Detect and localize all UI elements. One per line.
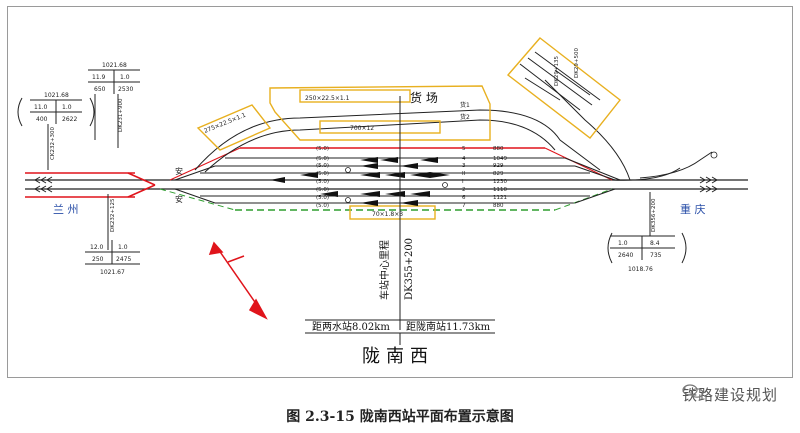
- svg-text:8.4: 8.4: [650, 240, 660, 247]
- red-approach-lines: [25, 172, 156, 198]
- svg-text:1.0: 1.0: [618, 240, 628, 247]
- yard-track-2: 货2: [460, 113, 470, 121]
- svg-text:650: 650: [94, 86, 106, 93]
- city-left-label: 兰 州: [53, 203, 79, 216]
- yard-dims-mid: 700×12: [350, 125, 374, 132]
- center-mileage: DK355+200: [404, 238, 415, 300]
- svg-text:3: 3: [462, 163, 466, 169]
- svg-text:11.9: 11.9: [92, 74, 106, 81]
- svg-text:DK232+125: DK232+125: [110, 198, 116, 232]
- distance-right: 距陇南站11.73km: [406, 320, 491, 333]
- svg-text:(5.0): (5.0): [316, 195, 329, 201]
- svg-text:929: 929: [493, 163, 504, 169]
- svg-text:400: 400: [36, 116, 48, 123]
- svg-text:(5.0): (5.0): [316, 187, 329, 193]
- track-id-labels: 5 4 3 II I 2 6 7: [462, 146, 466, 209]
- svg-text:880: 880: [493, 146, 504, 152]
- svg-text:(5.0): (5.0): [316, 146, 329, 152]
- left-gradient-far-text: 1021.68 11.0 1.0 400 2622: [34, 92, 77, 123]
- svg-text:880: 880: [493, 203, 504, 209]
- svg-text:250: 250: [92, 256, 104, 263]
- cargo-yard-dims-box: [299, 89, 411, 103]
- svg-text:1110: 1110: [493, 187, 507, 193]
- svg-text:1021.68: 1021.68: [44, 92, 69, 99]
- svg-text:1021.67: 1021.67: [100, 269, 125, 276]
- switch-labels: (5.0) (5.0) (5.0) (5.0) (5.0) (5.0) (5.0…: [316, 146, 329, 209]
- station-name: 陇南西: [362, 346, 434, 367]
- svg-text:DK356+200: DK356+200: [651, 198, 657, 232]
- svg-text:(5.0): (5.0): [316, 171, 329, 177]
- north-arrow: [208, 241, 268, 320]
- svg-text:1018.76: 1018.76: [628, 266, 653, 273]
- svg-text:2622: 2622: [62, 116, 77, 123]
- platform-box: [349, 205, 436, 220]
- svg-text:DK29+135: DK29+135: [554, 56, 560, 86]
- svg-text:2640: 2640: [618, 252, 633, 259]
- svg-text:DK29+500: DK29+500: [574, 48, 580, 78]
- svg-text:(5.0): (5.0): [316, 179, 329, 185]
- an-upper-label: 安: [175, 166, 183, 176]
- distance-left: 距两水站8.02km: [312, 320, 390, 333]
- svg-text:(5.0): (5.0): [316, 156, 329, 162]
- svg-text:2: 2: [462, 187, 466, 193]
- svg-text:11.0: 11.0: [34, 104, 48, 111]
- svg-text:6: 6: [462, 195, 466, 201]
- svg-text:(5.0): (5.0): [316, 203, 329, 209]
- watermark-text: 铁路建设规划: [681, 386, 778, 404]
- yard-track-1: 货1: [460, 101, 470, 109]
- signal-circles: [345, 151, 718, 203]
- track-length-labels: 880 1049 929 829 1230 1110 1121 880: [493, 146, 507, 209]
- svg-text:12.0: 12.0: [90, 244, 104, 251]
- svg-text:1121: 1121: [493, 195, 507, 201]
- svg-text:2530: 2530: [118, 86, 133, 93]
- svg-text:1021.68: 1021.68: [102, 62, 127, 69]
- topright-yard-box: [506, 37, 621, 139]
- figure-caption: 图 2.3-15 陇南西站平面布置示意图: [286, 409, 514, 425]
- svg-text:5: 5: [462, 146, 466, 152]
- svg-text:1049: 1049: [493, 156, 507, 162]
- an-lower-label: 安: [175, 194, 183, 204]
- svg-text:1230: 1230: [493, 179, 507, 185]
- direction-chevrons: [34, 176, 718, 193]
- center-mileage-label: 车站中心里程: [378, 240, 391, 300]
- topright-yard-tracks: [519, 51, 601, 111]
- right-gradient-text: 1.0 8.4 2640 735 1018.76: [618, 240, 662, 273]
- red-line-4: [127, 184, 156, 198]
- left-gradient-top: [17, 69, 687, 265]
- main-tracks: [25, 179, 748, 190]
- red-line-3: [127, 172, 156, 186]
- svg-text:4: 4: [462, 156, 466, 162]
- platform-arrows: [270, 157, 450, 206]
- svg-text:(5.0): (5.0): [316, 163, 329, 169]
- left-gradient-bottom-text: 12.0 1.0 250 2475 1021.67: [90, 244, 131, 276]
- cargo-yard-mid-box: [319, 120, 441, 134]
- cargo-yard-outlines: [196, 37, 621, 220]
- yard-tracks: [159, 147, 621, 211]
- svg-text:DK231+900: DK231+900: [118, 98, 124, 132]
- svg-text:1.0: 1.0: [118, 244, 128, 251]
- svg-text:735: 735: [650, 252, 662, 259]
- city-right-label: 重 庆: [680, 202, 706, 216]
- vertical-labels: CK232+300 DK231+900 DK232+125 DK356+200 …: [50, 48, 657, 232]
- platform-dims: 70×1.8×3: [372, 211, 403, 218]
- svg-text:1.0: 1.0: [62, 104, 72, 111]
- cargo-yard-diag-box: [196, 104, 272, 151]
- svg-text:CK232+300: CK232+300: [50, 126, 56, 160]
- left-gradient-top-text: 1021.68 11.9 1.0 650 2530: [92, 62, 133, 93]
- svg-text:829: 829: [493, 171, 504, 177]
- svg-text:7: 7: [462, 203, 466, 209]
- cargo-yard-tracks: [194, 79, 713, 181]
- svg-text:1.0: 1.0: [120, 74, 130, 81]
- wechat-icon: [682, 384, 704, 398]
- svg-text:II: II: [462, 171, 466, 177]
- svg-text:I: I: [462, 179, 464, 185]
- yard-dims-top: 250×22.5×1.1: [305, 95, 350, 102]
- cargo-yard-outline: [269, 85, 491, 141]
- watermark: 铁路建设规划: [682, 384, 778, 405]
- svg-text:2475: 2475: [116, 256, 131, 263]
- cargo-yard-label: 货 场: [410, 90, 438, 105]
